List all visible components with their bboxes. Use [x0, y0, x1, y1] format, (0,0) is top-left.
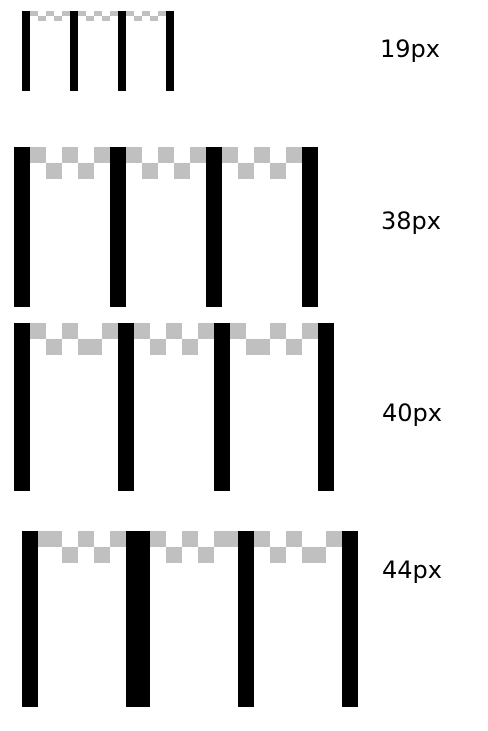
bar-strokes [14, 323, 334, 491]
size-label-19px: 19px [380, 35, 440, 63]
checker-pattern [30, 323, 318, 355]
checker-pattern [30, 147, 302, 179]
bar-strokes [22, 531, 358, 707]
size-label-44px: 44px [382, 556, 442, 584]
size-label-38px: 38px [381, 207, 441, 235]
size-label-40px: 40px [382, 399, 442, 427]
bar-strokes [14, 147, 318, 307]
checker-pattern [38, 531, 342, 563]
bar-strokes [22, 11, 174, 91]
checker-pattern [30, 11, 166, 21]
